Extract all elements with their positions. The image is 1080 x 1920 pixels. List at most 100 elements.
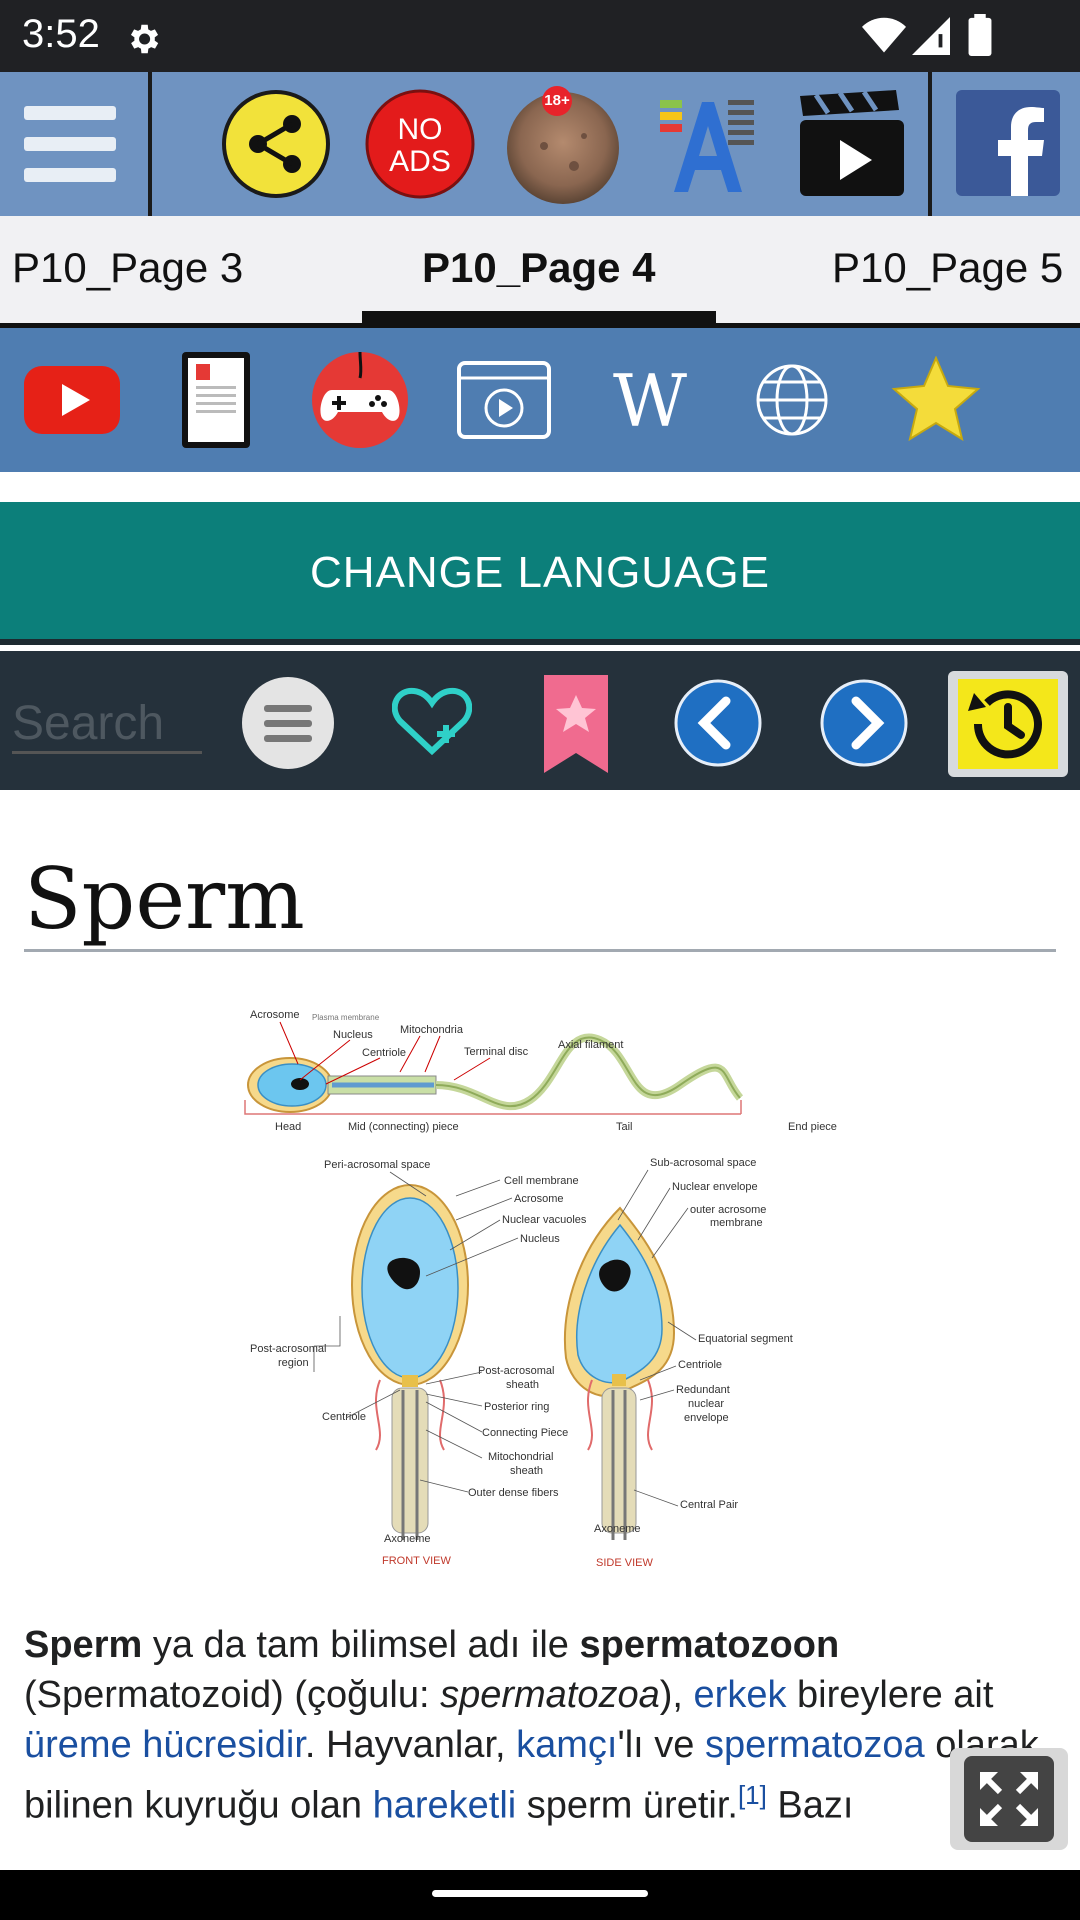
- label-post-sheath-1: Post-acrosomal: [478, 1365, 554, 1377]
- tab-page-4[interactable]: P10_Page 4: [422, 244, 656, 291]
- star-icon[interactable]: [890, 356, 982, 444]
- bookmark-icon[interactable]: [544, 675, 608, 773]
- video-player-icon[interactable]: [456, 360, 552, 440]
- active-tab-indicator: [362, 311, 716, 323]
- label-head: Head: [275, 1121, 301, 1133]
- label-nuclear-envelope: Nuclear envelope: [672, 1181, 758, 1193]
- signal-icon: [912, 17, 950, 55]
- para-text: . Hayvanlar,: [304, 1724, 517, 1766]
- label-mito-sheath-2: sheath: [510, 1465, 543, 1477]
- facebook-icon: [956, 90, 1060, 196]
- label-redundant-3: envelope: [684, 1412, 729, 1424]
- label-outer-dense: Outer dense fibers: [468, 1487, 559, 1499]
- para-text: ),: [659, 1674, 694, 1716]
- fullscreen-button[interactable]: [950, 1748, 1068, 1850]
- no-ads-button[interactable]: NO ADS: [364, 88, 476, 200]
- link-hareketli[interactable]: hareketli: [372, 1784, 517, 1827]
- label-side-view: SIDE VIEW: [596, 1557, 653, 1569]
- search-input[interactable]: [12, 695, 202, 754]
- toolbar-divider: [148, 72, 152, 216]
- status-bar: 3:52: [0, 0, 1080, 72]
- label-nucleus: Nucleus: [333, 1029, 373, 1041]
- wikipedia-icon[interactable]: W: [600, 366, 700, 436]
- toolbar-divider-2: [928, 72, 932, 216]
- change-language-button[interactable]: CHANGE LANGUAGE: [0, 502, 1080, 645]
- home-gesture-handle[interactable]: [432, 1890, 648, 1897]
- article-paragraph: Sperm ya da tam bilimsel adı ile spermat…: [24, 1620, 1054, 1831]
- label-centriole-left: Centriole: [322, 1411, 366, 1423]
- label-centriole: Centriole: [362, 1047, 406, 1059]
- facebook-button[interactable]: [954, 88, 1062, 198]
- label-nucleus-2: Nucleus: [520, 1233, 560, 1245]
- font-size-button[interactable]: [656, 92, 760, 196]
- tab-page-5[interactable]: P10_Page 5: [832, 244, 1064, 291]
- label-front-view: FRONT VIEW: [382, 1555, 451, 1567]
- skin-photo-icon: [507, 92, 619, 204]
- label-sub-acrosomal: Sub-acrosomal space: [650, 1157, 756, 1169]
- no-ads-icon: [365, 89, 475, 199]
- label-redundant-1: Redundant: [676, 1384, 730, 1396]
- side-view-illustration: [564, 1206, 676, 1540]
- age-badge: 18+: [542, 86, 572, 116]
- wifi-icon: [862, 17, 906, 53]
- label-centriole-right: Centriole: [678, 1359, 722, 1371]
- quick-links-bar: W: [0, 328, 1080, 472]
- link-ureme-hucresi[interactable]: üreme hücresidir: [24, 1724, 305, 1766]
- label-outer-acrosome-1: outer acrosome: [690, 1204, 766, 1216]
- label-mito-sheath-1: Mitochondrial: [488, 1451, 553, 1463]
- label-end-piece: End piece: [788, 1121, 837, 1133]
- link-kamci[interactable]: kamçı: [516, 1724, 618, 1766]
- favorite-add-icon[interactable]: [392, 685, 472, 757]
- globe-icon[interactable]: [754, 362, 830, 438]
- link-spermatozoa[interactable]: spermatozoa: [705, 1724, 925, 1766]
- reference-1[interactable]: [1]: [737, 1780, 767, 1810]
- label-post-acrosomal-2: region: [278, 1357, 309, 1369]
- label-tail: Tail: [616, 1121, 633, 1133]
- share-icon: [222, 90, 330, 198]
- share-button[interactable]: [220, 88, 332, 200]
- label-post-sheath-2: sheath: [506, 1379, 539, 1391]
- fullscreen-icon: [964, 1756, 1054, 1842]
- label-peri-acrosomal: Peri-acrosomal space: [324, 1159, 430, 1171]
- gamepad-icon[interactable]: [310, 350, 410, 450]
- search-toolbar: [0, 651, 1080, 790]
- tab-page-3[interactable]: P10_Page 3: [12, 244, 244, 291]
- page-tabs: P10_Page 3 P10_Page 4 P10_Page 5: [0, 216, 1080, 328]
- para-text: bireylere ait: [786, 1674, 994, 1716]
- link-erkek[interactable]: erkek: [693, 1674, 787, 1716]
- label-acrosome: Acrosome: [250, 1009, 300, 1021]
- label-cell-membrane: Cell membrane: [504, 1175, 579, 1187]
- next-page-icon[interactable]: [820, 679, 908, 767]
- menu-button[interactable]: [14, 96, 126, 192]
- para-text: (Spermatozoid) (çoğulu:: [24, 1674, 441, 1716]
- no-ads-label: NO ADS: [389, 113, 451, 178]
- label-acrosome-2: Acrosome: [514, 1193, 564, 1205]
- whole-sperm-illustration: [244, 1033, 744, 1115]
- adult-content-button[interactable]: 18+: [504, 86, 622, 204]
- list-menu-icon[interactable]: [240, 675, 336, 771]
- label-connecting-piece: Connecting Piece: [482, 1427, 568, 1439]
- previous-page-icon[interactable]: [674, 679, 762, 767]
- ebook-icon[interactable]: [180, 350, 252, 450]
- term-spermatozoa: spermatozoa: [440, 1674, 660, 1716]
- term-spermatozoon: spermatozoon: [579, 1624, 840, 1666]
- label-plasma-membrane: Plasma membrane: [312, 1013, 380, 1022]
- label-mitochondria: Mitochondria: [400, 1024, 464, 1036]
- svg-text:W: W: [613, 366, 687, 436]
- label-equatorial: Equatorial segment: [698, 1333, 793, 1345]
- history-button[interactable]: [948, 671, 1068, 777]
- top-toolbar: NO ADS 18+: [0, 72, 1080, 216]
- front-view-illustration: [351, 1184, 469, 1540]
- label-axoneme-left: Axoneme: [384, 1533, 430, 1545]
- sperm-anatomy-diagram[interactable]: Acrosome Plasma membrane Nucleus Centrio…: [220, 1000, 860, 1580]
- para-text: ya da tam bilimsel adı ile: [142, 1624, 580, 1666]
- label-central-pair: Central Pair: [680, 1499, 738, 1511]
- youtube-icon[interactable]: [24, 366, 120, 434]
- label-post-acrosomal-1: Post-acrosomal: [250, 1343, 326, 1355]
- label-terminal-disc: Terminal disc: [464, 1046, 529, 1058]
- para-text: 'lı ve: [617, 1724, 705, 1766]
- label-nuclear-vacuoles: Nuclear vacuoles: [502, 1214, 587, 1226]
- history-icon: [958, 679, 1058, 769]
- label-posterior-ring: Posterior ring: [484, 1401, 549, 1413]
- video-button[interactable]: [796, 88, 908, 200]
